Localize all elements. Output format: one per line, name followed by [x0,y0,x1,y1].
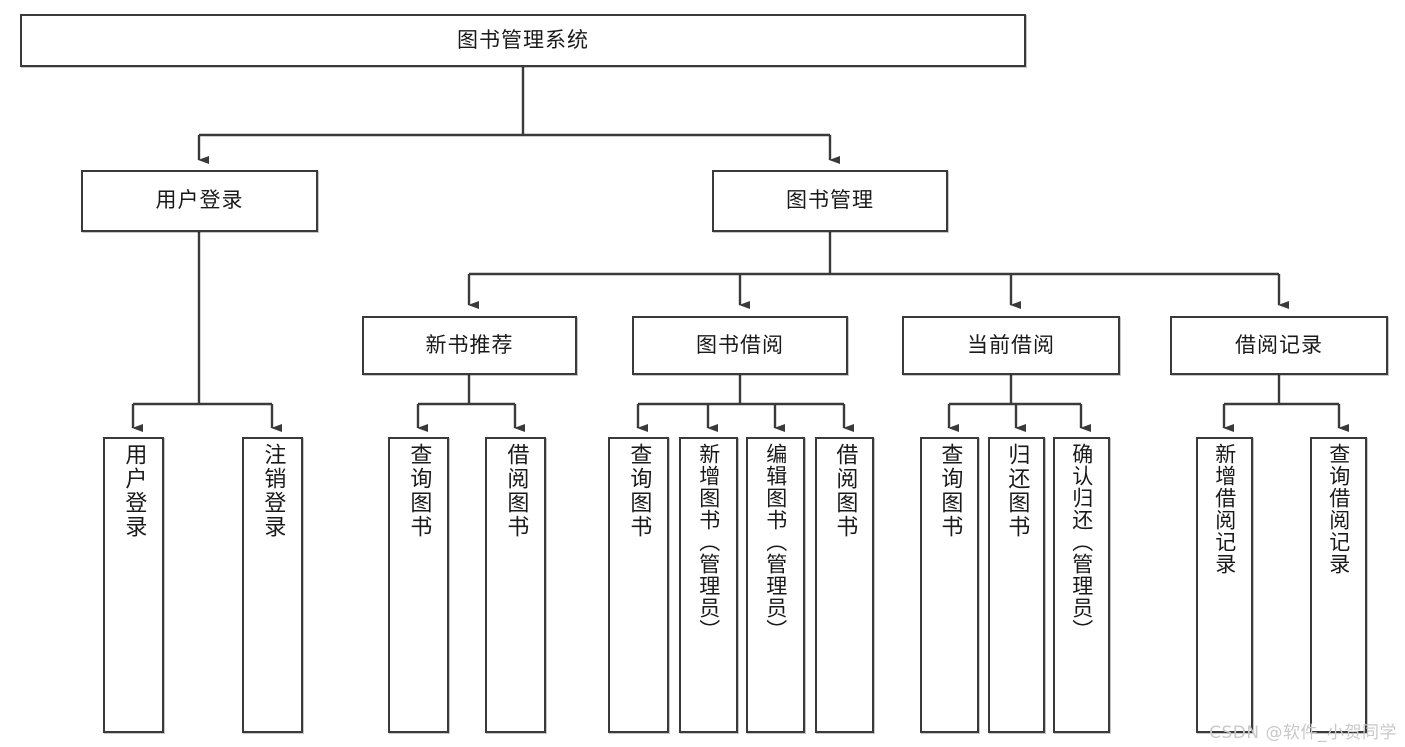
leaf-add-book-admin-label: 新增图书（管理员） [696,443,721,641]
node-new-book-recommend-label: 新书推荐 [425,332,514,357]
leaf-borrow-book-newbook-label: 借阅图书 [503,443,529,539]
node-borrow-records[interactable]: 借阅记录 [1170,316,1388,375]
node-root-label: 图书管理系统 [457,27,589,52]
node-book-borrow-label: 图书借阅 [696,332,784,357]
node-current-borrow[interactable]: 当前借阅 [902,316,1120,375]
leaf-add-borrow-record[interactable]: 新增借阅记录 [1196,437,1253,733]
leaf-edit-book-admin[interactable]: 编辑图书（管理员） [746,437,805,733]
leaf-add-book-admin[interactable]: 新增图书（管理员） [679,437,738,733]
leaf-query-book-newbook-label: 查询图书 [406,443,432,539]
leaf-query-book-borrow[interactable]: 查询图书 [608,437,669,733]
leaf-add-borrow-record-label: 新增借阅记录 [1212,443,1237,575]
node-user-login-label: 用户登录 [155,188,244,213]
node-current-borrow-label: 当前借阅 [967,332,1055,357]
leaf-logout-label: 注销登录 [260,443,286,539]
leaf-logout[interactable]: 注销登录 [242,437,303,733]
leaf-query-book-newbook[interactable]: 查询图书 [388,437,449,733]
leaf-query-book-current[interactable]: 查询图书 [920,437,979,733]
node-book-borrow[interactable]: 图书借阅 [632,316,848,375]
node-book-management[interactable]: 图书管理 [712,170,948,232]
leaf-confirm-return-admin[interactable]: 确认归还（管理员） [1053,437,1110,733]
csdn-watermark: CSDN @软件_小贺同学 [1209,723,1397,743]
leaf-user-login[interactable]: 用户登录 [103,437,164,733]
node-borrow-records-label: 借阅记录 [1235,332,1323,357]
node-root[interactable]: 图书管理系统 [20,14,1026,67]
node-new-book-recommend[interactable]: 新书推荐 [362,316,577,375]
node-book-management-label: 图书管理 [786,188,874,213]
leaf-borrow-book-newbook[interactable]: 借阅图书 [485,437,546,733]
leaf-confirm-return-admin-label: 确认归还（管理员） [1069,443,1094,641]
node-user-login[interactable]: 用户登录 [81,170,318,232]
leaf-query-borrow-record-label: 查询借阅记录 [1326,443,1351,575]
leaf-borrow-book-borrow[interactable]: 借阅图书 [815,437,874,733]
leaf-query-borrow-record[interactable]: 查询借阅记录 [1310,437,1367,733]
leaf-user-login-label: 用户登录 [121,443,147,539]
leaf-query-book-borrow-label: 查询图书 [626,443,652,539]
leaf-query-book-current-label: 查询图书 [937,443,963,539]
leaf-edit-book-admin-label: 编辑图书（管理员） [763,443,788,641]
leaf-borrow-book-borrow-label: 借阅图书 [832,443,858,539]
leaf-return-book[interactable]: 归还图书 [988,437,1045,733]
leaf-return-book-label: 归还图书 [1004,443,1030,539]
